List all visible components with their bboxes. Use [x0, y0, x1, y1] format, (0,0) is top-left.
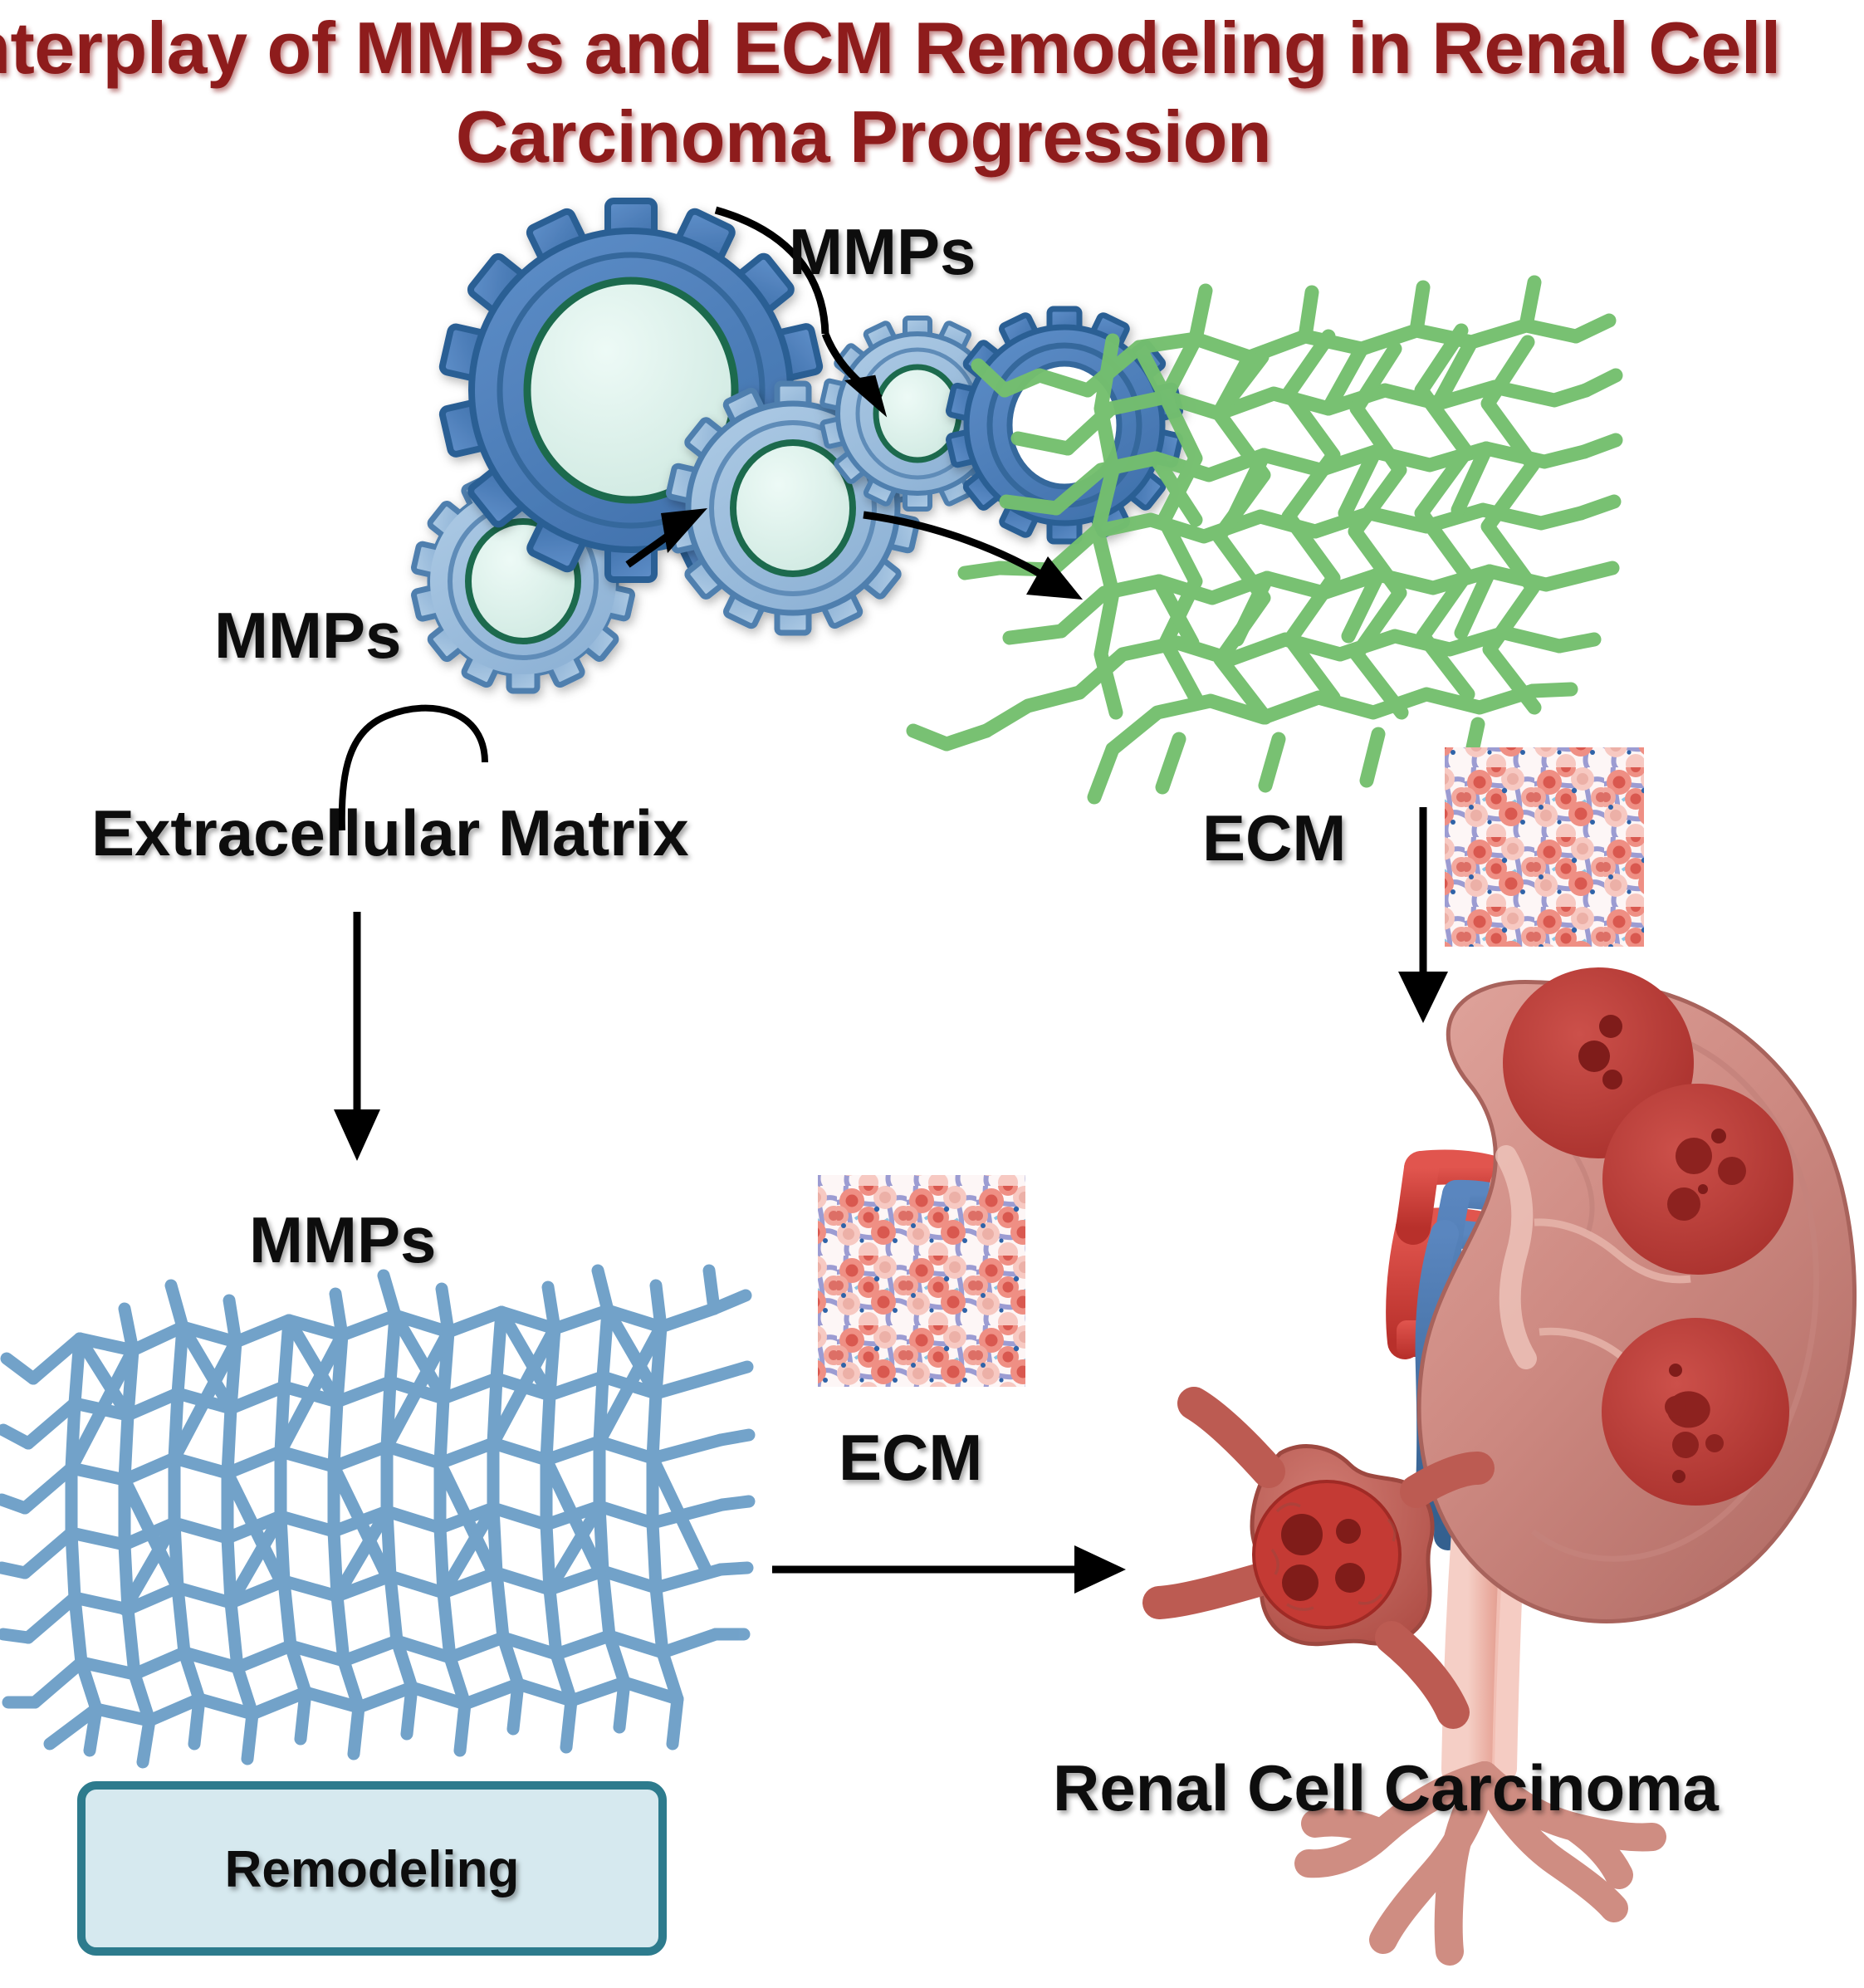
collagen-mesh-blue [0, 1264, 756, 1769]
label-mmps-top: MMPs [789, 215, 976, 288]
arrow-gear-to-gear-short [625, 508, 707, 568]
label-mmps-lower: MMPs [249, 1203, 436, 1276]
kidney-tumor-lesion-middle [1602, 1084, 1793, 1275]
remodeling-box-label: Remodeling [225, 1841, 520, 1898]
ecm-tissue-swatch-upper [1445, 747, 1644, 947]
remodeling-box: Remodeling [77, 1781, 667, 1956]
label-extracellular-matrix: Extracellular Matrix [91, 796, 689, 869]
ecm-mesh-green [906, 275, 1623, 805]
title-line-2: Carcinoma Progression [456, 95, 1271, 178]
arrow-mmps-to-matrix-connector [338, 704, 488, 831]
arrow-mmps-curved-top [714, 206, 888, 418]
figure-title: Interplay of MMPs and ECM Remodeling in … [0, 7, 1781, 178]
arrow-matrix-down [334, 912, 380, 1161]
arrow-gear-to-ecm-curved [863, 511, 1083, 600]
arrow-ecm-down-to-kidney [1398, 807, 1448, 1023]
label-mmps-left: MMPs [214, 599, 401, 672]
cancer-cell [1142, 1387, 1495, 1729]
label-ecm-middle: ECM [839, 1421, 982, 1494]
title-line-1: Interplay of MMPs and ECM Remodeling in … [0, 7, 1781, 89]
vessel-root-branches [1294, 1761, 1666, 1966]
gear-cluster [410, 198, 1184, 694]
remodeling-box-rect [77, 1781, 667, 1956]
kidney-tumor-lesion-lower [1602, 1318, 1789, 1506]
arrow-mesh-to-carcinoma [772, 1545, 1126, 1594]
kidney-illustration [1386, 967, 1857, 1795]
label-renal-cell-carcinoma: Renal Cell Carcinoma [1053, 1751, 1720, 1824]
ecm-tissue-swatch-lower [818, 1175, 1025, 1387]
gear-medium-right-hollow [945, 306, 1184, 545]
label-ecm-right: ECM [1202, 801, 1346, 874]
